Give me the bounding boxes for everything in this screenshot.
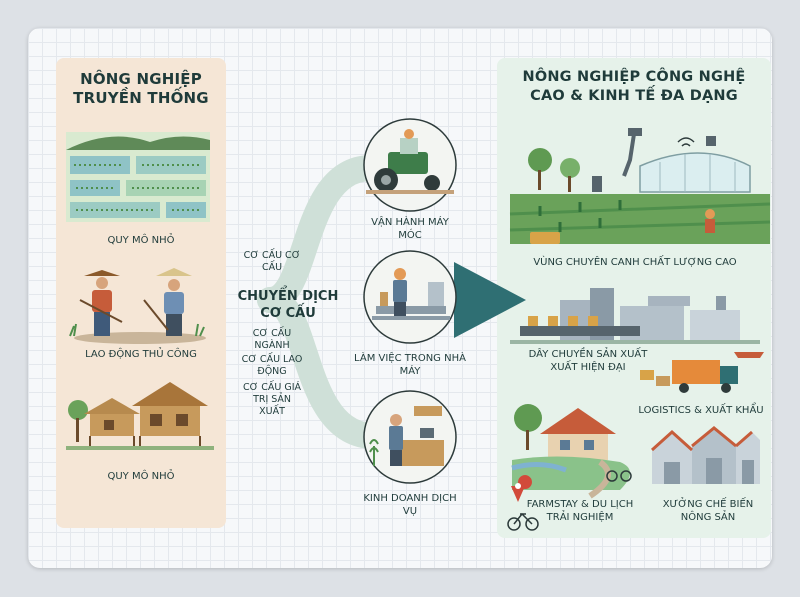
right-item-label: LOGISTICS & XUẤT KHẨU — [638, 405, 764, 416]
village-houses-icon — [66, 382, 214, 450]
center-sub-label: CƠ CẤU GIÁ TRỊ SẢN XUẤT — [242, 382, 302, 417]
tractor-icon — [363, 118, 457, 212]
left-item-label: QUY MÔ NHỎ — [107, 471, 175, 482]
center-sub-label: CƠ CẤU LAO ĐỘNG — [241, 354, 303, 377]
left-panel-title: NÔNG NGHIỆP TRUYỀN THỐNG — [73, 70, 209, 107]
farmers-icon — [69, 268, 206, 344]
warehouse-icon — [650, 426, 760, 484]
center-sub-label: CƠ CẤU CƠ CẤU — [243, 250, 301, 273]
right-item-label: FARMSTAY & DU LỊCH TRẢI NGHIỆM — [526, 499, 634, 523]
right-item-label: XƯỞNG CHẾ BIẾN NÔNG SẢN — [662, 499, 754, 523]
left-item-label: LAO ĐỘNG THỦ CÔNG — [85, 349, 197, 360]
farmstay-icon — [511, 404, 632, 499]
factory-line-icon — [510, 288, 760, 344]
smart-greenhouse-icon — [509, 128, 771, 244]
rice-field-icon — [66, 132, 210, 222]
right-item-label: DÂY CHUYỀN SẢN XUẤT XUẤT HIỆN ĐẠI — [528, 349, 648, 373]
shop-worker-icon — [363, 390, 457, 484]
factory-worker-icon — [363, 250, 457, 344]
node-label: KINH DOANH DỊCH VỤ — [363, 493, 457, 517]
node-label: VẬN HÀNH MÁY MÓC — [371, 217, 449, 241]
center-main-label: CHUYỂN DỊCH CƠ CẤU — [237, 289, 339, 321]
center-sub-label: CƠ CẤU NGÀNH — [252, 328, 292, 351]
bicycle-icon — [507, 512, 539, 531]
map-pin-icon — [511, 475, 532, 502]
truck-icon — [640, 352, 764, 393]
node-label: LÀM VIỆC TRONG NHÀ MÁY — [354, 353, 466, 377]
left-item-label: QUY MÔ NHỎ — [107, 235, 175, 246]
right-panel-title: NÔNG NGHIỆP CÔNG NGHỆ CAO & KINH TẾ ĐA D… — [522, 69, 746, 104]
main-arrow — [454, 262, 526, 338]
right-item-label: VÙNG CHUYÊN CANH CHẤT LƯỢNG CAO — [533, 257, 737, 268]
